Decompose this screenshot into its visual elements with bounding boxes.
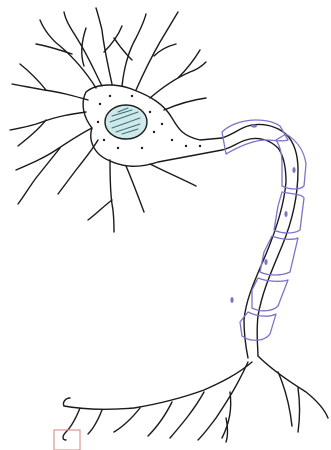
dendrite xyxy=(18,148,60,204)
myelin-sheath xyxy=(222,120,306,340)
nucleus xyxy=(105,105,147,139)
axon-terminal xyxy=(258,356,328,418)
axon-terminal xyxy=(88,410,102,434)
dendrite xyxy=(64,12,102,86)
dendrite xyxy=(164,98,206,110)
dendrite xyxy=(82,28,86,66)
axon-terminal xyxy=(114,408,140,432)
myelin-segment xyxy=(276,134,306,189)
axon-terminal xyxy=(278,372,292,426)
axon-terminal xyxy=(148,402,172,436)
terminal-highlight-box xyxy=(54,430,80,450)
axon-terminal xyxy=(222,392,231,438)
dendrite xyxy=(110,160,114,232)
dendrite xyxy=(126,166,144,212)
dendrite xyxy=(36,44,72,54)
axon xyxy=(222,124,298,356)
cell-body xyxy=(83,85,222,166)
dendrite xyxy=(58,140,98,194)
axon-terminal xyxy=(64,362,252,409)
dendrite xyxy=(114,38,132,60)
myelin-segment xyxy=(252,278,288,311)
dendrite xyxy=(12,84,88,100)
axon-terminal xyxy=(198,362,248,440)
dendrite xyxy=(178,50,200,78)
axon-terminal xyxy=(298,388,300,432)
dendrite xyxy=(10,112,86,130)
dendrite xyxy=(18,120,46,146)
dendrite xyxy=(88,200,112,220)
axon-terminal xyxy=(63,408,80,440)
dendrite xyxy=(104,26,122,52)
axon-terminal xyxy=(63,398,70,406)
axon xyxy=(222,138,286,358)
dendrite xyxy=(40,20,96,88)
dendrite xyxy=(150,164,196,186)
dendrite xyxy=(150,62,206,98)
schwann-nuclei xyxy=(230,124,295,303)
